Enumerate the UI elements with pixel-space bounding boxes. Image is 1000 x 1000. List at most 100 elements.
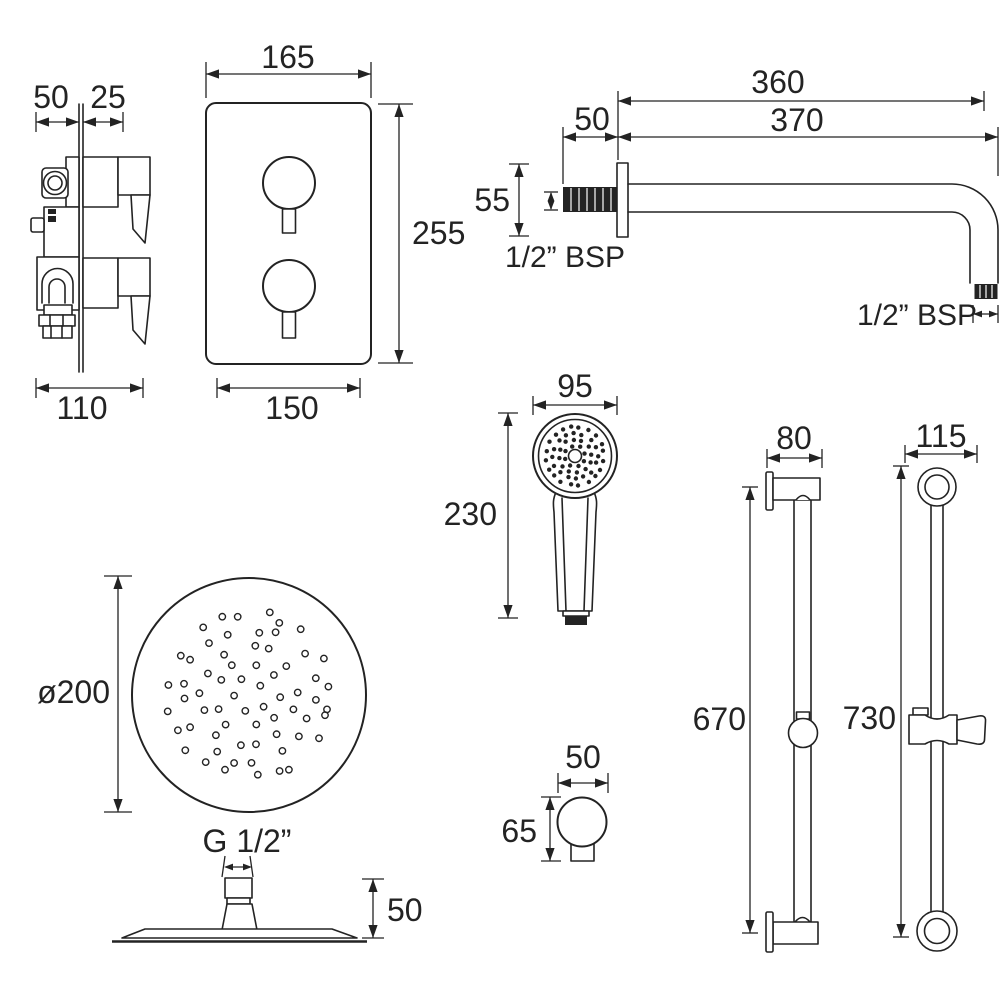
dim-arm-thread-dia (544, 191, 558, 211)
spray-dot (256, 681, 265, 690)
dim-label: ø200 (37, 674, 110, 710)
spray-dot (597, 467, 603, 473)
dim-valve-depth-front: 25 (83, 79, 126, 132)
arrowhead (547, 192, 555, 201)
spray-dot (593, 433, 599, 438)
spray-dot (203, 669, 212, 678)
spray-dot (571, 437, 577, 443)
knob-bottom-stem (281, 311, 297, 339)
dim-rail-front-length: 730 (843, 465, 909, 938)
spray-dot (213, 747, 222, 756)
arrowhead (347, 383, 360, 393)
handle-top-cap (117, 156, 151, 196)
rail-top-ring-inner (924, 474, 950, 500)
spray-dot (550, 454, 555, 460)
outlet-escutcheon (556, 796, 608, 848)
label-bsp-tip: 1/2” BSP (857, 299, 977, 332)
arrowhead (745, 487, 755, 500)
valve-inlet-flange (41, 167, 69, 199)
spray-dot (296, 625, 305, 634)
spray-dot (560, 464, 565, 469)
spray-dot (593, 473, 598, 479)
rail-bottom-dome (794, 916, 811, 923)
spray-dot (176, 651, 185, 660)
spray-dot (302, 714, 311, 723)
arrowhead (767, 453, 780, 463)
spray-dot (252, 740, 260, 749)
arm-thread (563, 187, 617, 212)
spray-dot (293, 688, 302, 697)
valve-inlet-ring (42, 170, 68, 196)
spray-dot (195, 689, 204, 698)
spray-dot (200, 706, 209, 714)
spray-dot (589, 452, 594, 457)
arrowhead (547, 201, 555, 210)
spray-dot (271, 628, 280, 637)
extension-line (249, 855, 254, 878)
logo-mark (48, 209, 56, 214)
slide-rail-front-view (908, 467, 987, 952)
arrowhead (989, 310, 998, 318)
handset-holder (956, 715, 987, 745)
dim-arm-thread-length: 50 (562, 101, 618, 184)
handle-bottom-cap (117, 257, 151, 297)
spray-dot (276, 693, 285, 702)
spray-dot (181, 746, 190, 755)
spray-dot (233, 612, 242, 621)
spray-dot (600, 458, 606, 464)
label-rainhead-thread: G 1/2” (203, 823, 292, 859)
spray-dot (253, 770, 262, 779)
spray-dot (247, 759, 256, 767)
handle-top-lever (130, 194, 151, 244)
handset (532, 413, 618, 625)
spray-dot (593, 460, 599, 465)
dim-label: 150 (265, 390, 318, 426)
spray-dot (259, 702, 268, 711)
arrowhead (545, 797, 555, 810)
arrowhead (973, 310, 982, 318)
spray-dot (583, 466, 588, 472)
dim-plate-bottom: 150 (216, 378, 361, 426)
arrowhead (604, 400, 617, 410)
spray-dot (574, 470, 580, 475)
rail-top-dome (795, 494, 811, 501)
spray-dot (588, 460, 593, 465)
rainhead-spray-nozzles (163, 608, 333, 779)
shower-arm (563, 162, 999, 299)
arrowhead (243, 863, 252, 871)
valve-loop-outer (41, 267, 74, 304)
spray-dot (199, 623, 208, 632)
spray-dot (315, 734, 323, 743)
valve-front-view (205, 102, 372, 365)
handset-handle (552, 491, 598, 612)
spray-dot (547, 439, 552, 444)
arrowhead (618, 96, 631, 106)
valve-side-view (30, 103, 151, 373)
spray-dot (566, 474, 571, 480)
rail-bottom-ring-inner (923, 917, 951, 945)
spray-dot (589, 437, 594, 443)
spray-dot (321, 711, 329, 720)
handset-spray-nozzles (543, 424, 606, 488)
spray-dot (251, 641, 260, 650)
spray-dot (241, 707, 250, 715)
logo-mark (48, 216, 56, 222)
handset-cap (562, 610, 590, 617)
rainhead-side-view (112, 877, 367, 943)
dim-outlet-height: 65 (501, 796, 561, 862)
spray-dot (218, 612, 227, 621)
arrowhead (545, 848, 555, 861)
spray-dot (593, 445, 599, 450)
spray-dot (272, 730, 281, 739)
arrowhead (113, 799, 123, 812)
spray-dot (600, 448, 606, 453)
spray-dot (311, 674, 320, 683)
slider-knob (787, 717, 819, 749)
spray-dot (301, 649, 309, 658)
handle-bottom-lever (130, 295, 151, 345)
spray-dot (324, 682, 333, 691)
rainhead-plan-view (131, 577, 367, 813)
handset-face (537, 418, 613, 494)
spray-dot (163, 707, 172, 716)
arrowhead (66, 117, 79, 127)
